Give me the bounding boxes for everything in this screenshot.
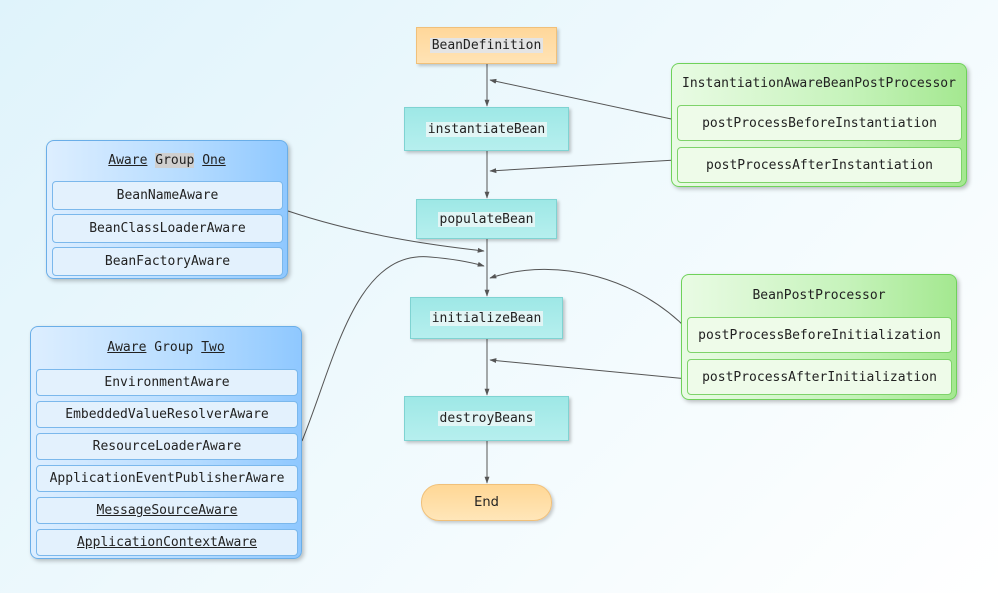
post-process-before-instantiation: postProcessBeforeInstantiation [677, 105, 962, 141]
edge-aware-group-one [287, 210, 485, 253]
bean-factory-aware: BeanFactoryAware [52, 247, 283, 276]
aware-group-one-title-word-1: Aware [108, 153, 148, 168]
populate-bean-label: populateBean [437, 211, 536, 227]
edge-aware-group-two [301, 256, 485, 442]
end-label: End [474, 495, 499, 510]
initialize-bean-label: initializeBean [429, 310, 544, 326]
embedded-value-resolver-aware: EmbeddedValueResolverAware [36, 401, 298, 428]
aware-group-one: Aware Group One BeanNameAware BeanClassL… [46, 140, 288, 279]
instantiation-aware-processor-group: InstantiationAwareBeanPostProcessor post… [671, 63, 967, 187]
instantiate-bean-label: instantiateBean [425, 121, 548, 137]
bean-post-processor-title: BeanPostProcessor [752, 288, 886, 303]
instantiation-aware-processor-title: InstantiationAwareBeanPostProcessor [682, 76, 956, 91]
destroy-beans-label: destroyBeans [437, 411, 536, 426]
end-node: End [421, 484, 552, 521]
instantiate-bean-node: instantiateBean [404, 107, 569, 151]
resource-loader-aware: ResourceLoaderAware [36, 433, 298, 460]
aware-group-two-title-word-2: Group [154, 340, 194, 355]
populate-bean-node: populateBean [416, 199, 557, 239]
aware-group-one-title-word-2: Group [155, 153, 195, 168]
post-process-after-instantiation: postProcessAfterInstantiation [677, 147, 962, 183]
aware-group-one-title-word-3: One [202, 153, 226, 168]
bean-name-aware: BeanNameAware [52, 181, 283, 210]
bean-class-loader-aware: BeanClassLoaderAware [52, 214, 283, 243]
post-process-before-initialization: postProcessBeforeInitialization [687, 317, 952, 353]
message-source-aware: MessageSourceAware [36, 497, 298, 524]
destroy-beans-node: destroyBeans [404, 396, 569, 441]
bean-post-processor-group: BeanPostProcessor postProcessBeforeIniti… [681, 274, 957, 400]
initialize-bean-node: initializeBean [410, 297, 563, 339]
bean-definition-label: BeanDefinition [429, 38, 544, 53]
aware-group-two-title-word-3: Two [201, 340, 225, 355]
edge-before-initialization [489, 268, 689, 331]
aware-group-two-title-word-1: Aware [107, 340, 147, 355]
aware-group-two-title: Aware Group Two [31, 340, 301, 355]
edge-after-instantiation [489, 159, 677, 174]
edge-after-initialization [489, 358, 689, 380]
post-process-after-initialization: postProcessAfterInitialization [687, 359, 952, 395]
aware-group-one-title: Aware Group One [47, 153, 287, 168]
aware-group-two: Aware Group Two EnvironmentAware Embedde… [30, 326, 302, 559]
bean-definition-node: BeanDefinition [416, 27, 557, 64]
edge-before-instantiation [489, 78, 677, 121]
application-context-aware: ApplicationContextAware [36, 529, 298, 556]
application-event-publisher-aware: ApplicationEventPublisherAware [36, 465, 298, 492]
environment-aware: EnvironmentAware [36, 369, 298, 396]
